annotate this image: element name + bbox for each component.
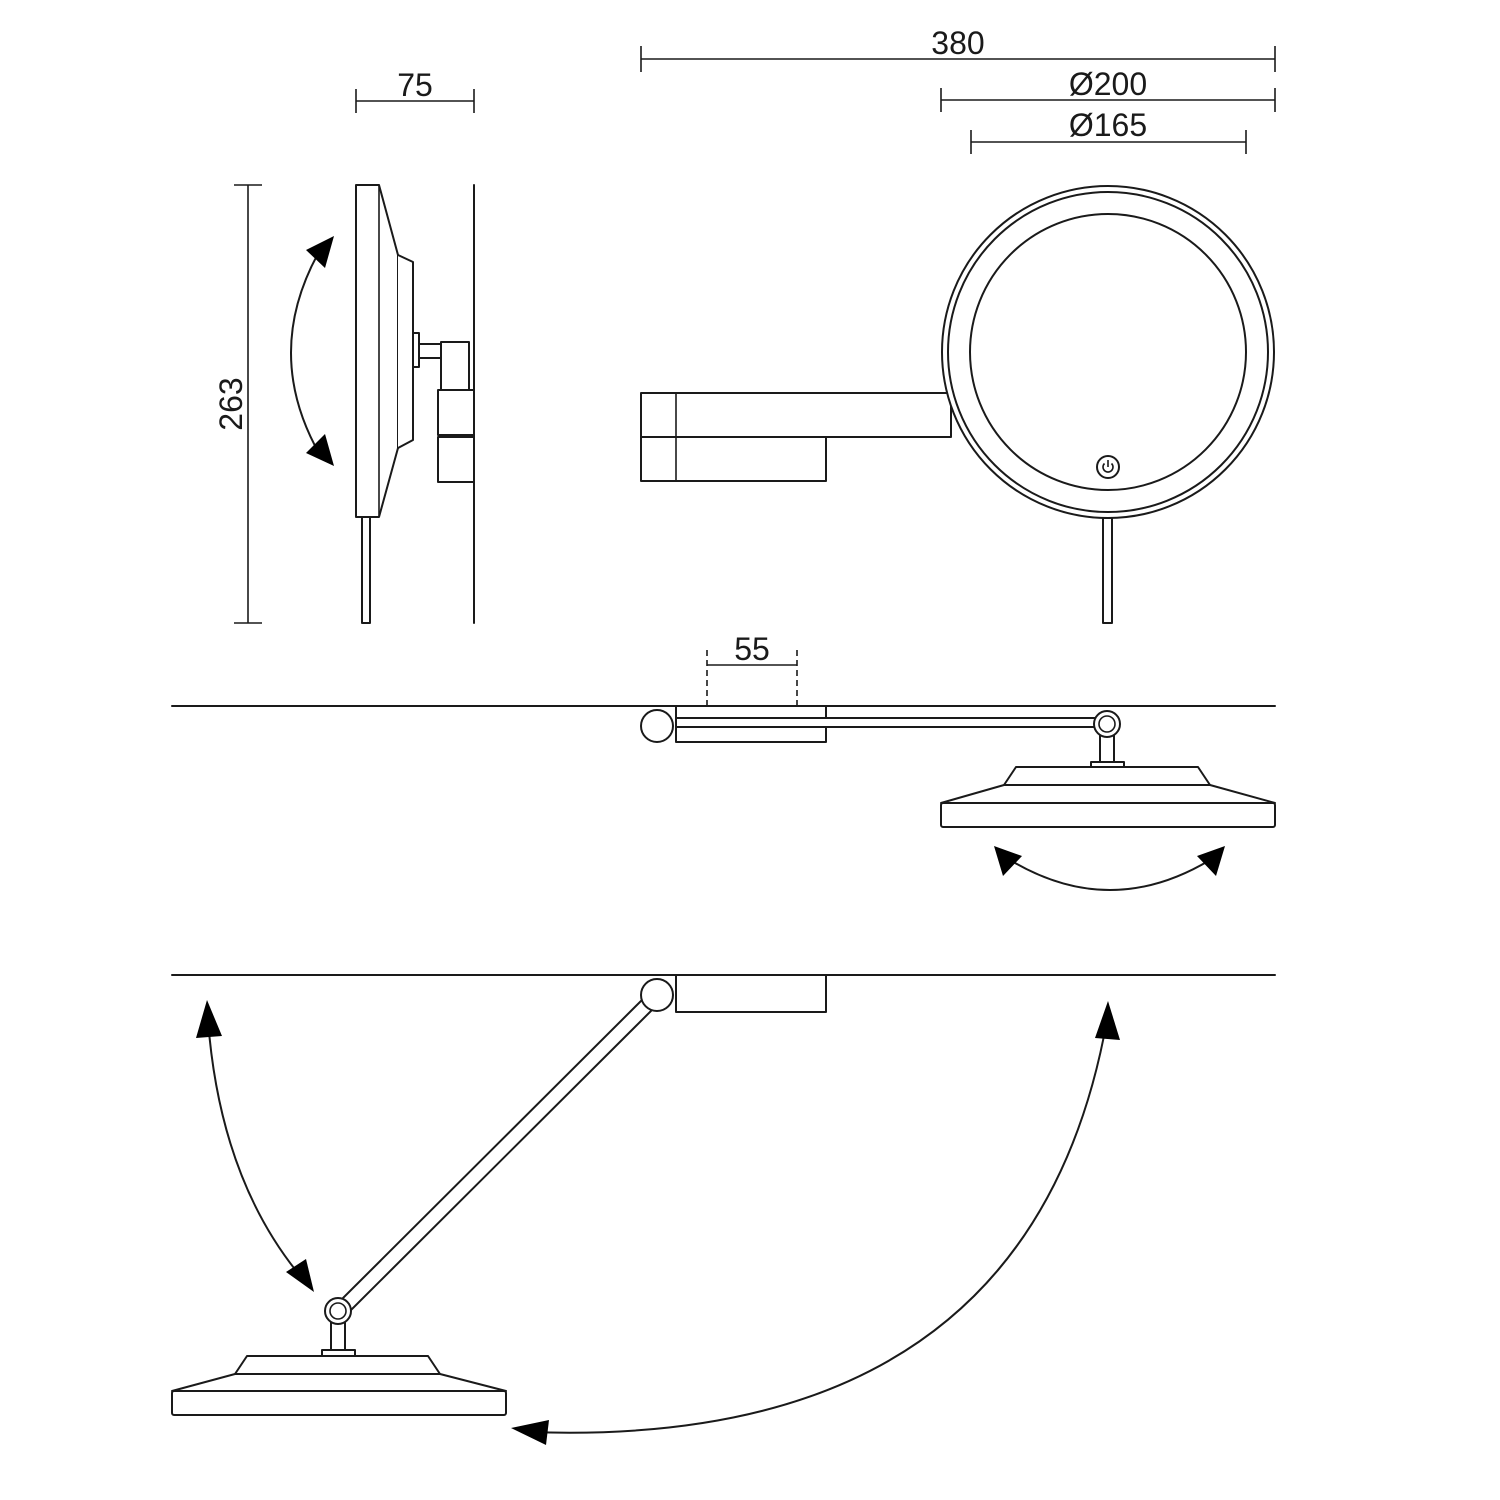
mirror-frame: [941, 185, 1275, 519]
outer-diameter-dimension-label: Ø200: [1069, 66, 1147, 102]
wall-bracket-lower: [437, 436, 475, 483]
height-dimension-label: 263: [213, 377, 249, 430]
side-view: 263 75: [213, 67, 475, 624]
total-width-dimension-label: 380: [931, 25, 984, 61]
depth-dimension-label: 75: [397, 67, 433, 103]
mirror-diameter-dimension-label: Ø165: [1069, 107, 1147, 143]
top-swing-arm: [675, 717, 1101, 728]
top-wall-pivot: [640, 709, 674, 743]
tilt-arc: [290, 249, 321, 456]
wall-bracket-upper: [437, 389, 475, 436]
extended-view: [171, 974, 1276, 1445]
mirror-back-shell: [397, 254, 414, 449]
power-icon[interactable]: [1096, 455, 1120, 479]
front-power-cable: [1102, 517, 1113, 624]
extended-wall-pivot: [640, 978, 674, 1012]
extended-mirror-back: [234, 1355, 441, 1375]
top-view: 55: [171, 631, 1276, 891]
mount-width-dimension-label: 55: [734, 631, 770, 667]
front-view: 380 Ø200 Ø165: [640, 25, 1276, 624]
extended-swing-arm: [332, 989, 663, 1319]
mirror-glass: [969, 213, 1247, 491]
power-cable: [361, 516, 371, 624]
mirror-head-profile: [355, 184, 399, 518]
top-mirror-face: [940, 802, 1276, 828]
top-mirror-pivot: [1093, 710, 1121, 738]
right-swing-arc: [529, 1019, 1108, 1434]
swing-arm: [640, 392, 952, 438]
top-mirror-back: [1003, 766, 1211, 786]
top-rotation-arc: [1009, 859, 1211, 891]
extended-mirror-pivot: [324, 1297, 352, 1325]
extended-wall-mount: [675, 974, 827, 1013]
extended-mirror-face: [171, 1390, 507, 1416]
left-swing-arc: [207, 1019, 303, 1279]
wall-mount-block: [640, 436, 827, 482]
